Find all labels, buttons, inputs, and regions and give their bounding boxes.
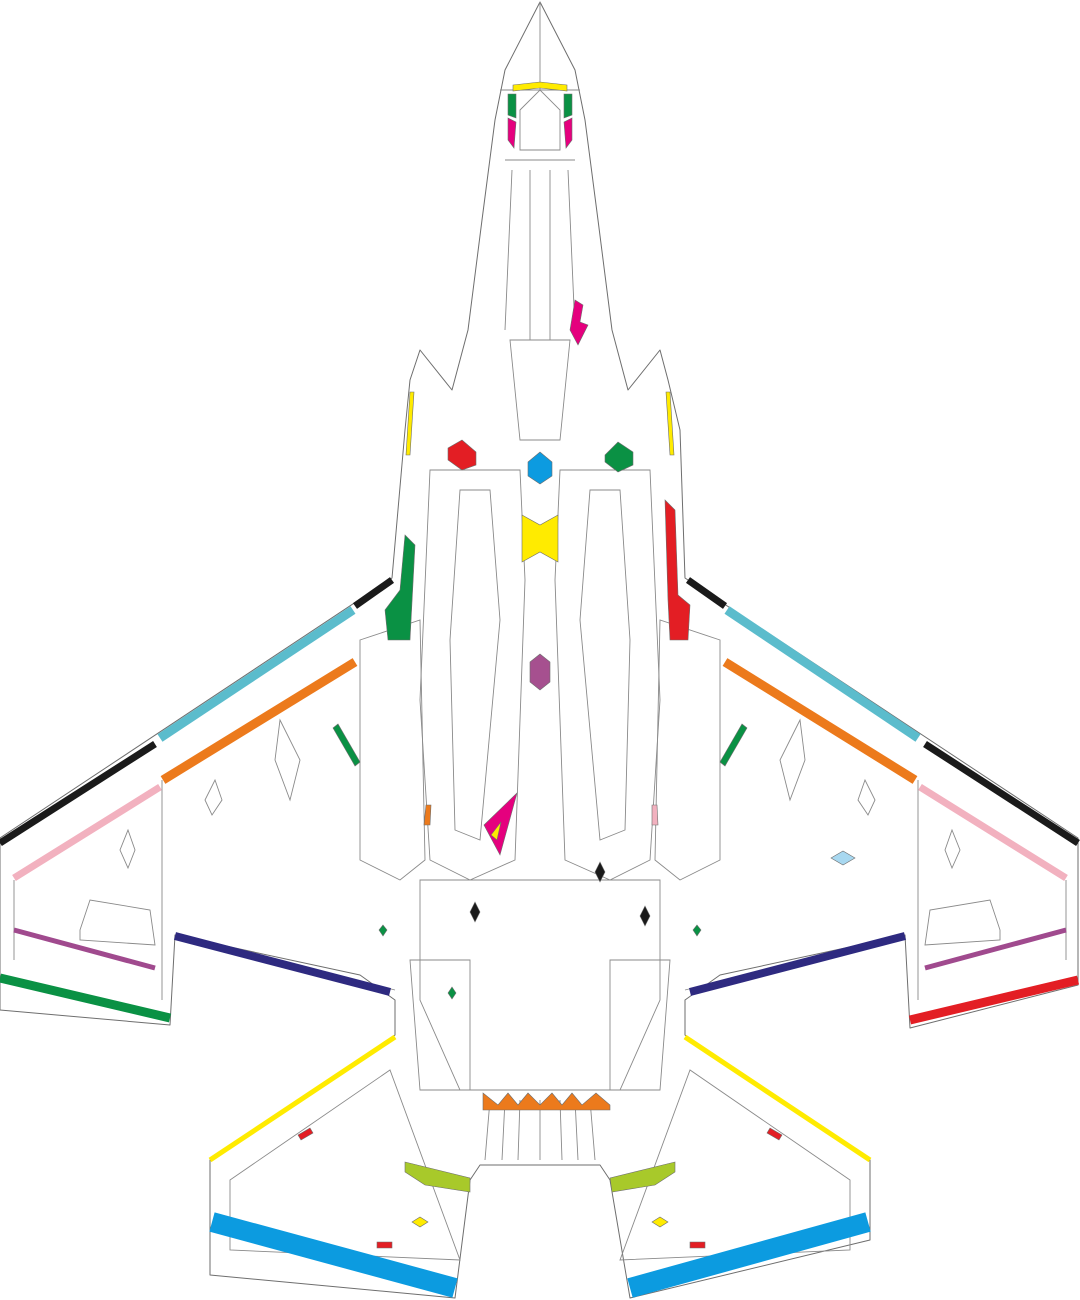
- nose-magenta-right: [563, 117, 573, 149]
- right-purple-stripe: [924, 927, 1067, 971]
- left-tail-blue-te: [209, 1212, 458, 1298]
- left-tail-red-mark-2: [376, 1241, 393, 1249]
- left-orange-stripe: [160, 658, 358, 784]
- right-tail-red-mark-1: [766, 1127, 783, 1141]
- left-red-hex: [447, 439, 477, 471]
- right-tail-red-mark-2: [689, 1241, 706, 1249]
- right-red-strip: [664, 499, 691, 641]
- left-green-dash: [332, 723, 361, 767]
- right-lime-patch: [609, 1161, 676, 1193]
- nose-magenta-left: [507, 117, 517, 149]
- center-purple-hex: [529, 653, 551, 691]
- right-le-cyan: [724, 606, 921, 742]
- left-yellow-thin: [405, 391, 415, 456]
- left-green-stripe: [0, 973, 172, 1023]
- exhaust-orange-serrations: [482, 1092, 611, 1111]
- left-purple-stripe: [13, 927, 156, 971]
- left-le-black-outer: [0, 741, 157, 846]
- nose-green-left: [507, 93, 517, 119]
- left-lime-patch: [404, 1161, 471, 1193]
- right-green-dash: [719, 723, 748, 767]
- right-yellow-thin: [665, 391, 675, 456]
- black-diamond-2: [469, 901, 481, 923]
- spine-magenta-mark: [569, 299, 589, 346]
- right-le-black-inner: [685, 577, 728, 609]
- right-tail-yellow-le: [683, 1034, 872, 1163]
- lightblue-diamond: [830, 850, 856, 866]
- nose-yellow-band: [512, 81, 568, 92]
- left-green-strip: [384, 534, 416, 641]
- right-orange-stripe: [722, 658, 918, 784]
- right-red-stripe: [908, 975, 1080, 1025]
- left-yellow-diamond: [411, 1216, 429, 1228]
- center-yellow-bowtie: [521, 514, 559, 563]
- left-le-cyan: [157, 606, 356, 742]
- yellow-triangle-inner: [490, 821, 502, 841]
- right-pink-stripe: [918, 784, 1068, 881]
- right-yellow-diamond: [651, 1216, 669, 1228]
- left-le-black-inner: [352, 577, 395, 609]
- right-green-hex: [604, 441, 634, 473]
- left-orange-mark: [423, 804, 432, 826]
- green-diamond-left: [378, 924, 388, 937]
- black-diamond-3: [639, 905, 651, 927]
- left-pink-stripe: [12, 784, 162, 881]
- left-navy-stripe: [173, 932, 392, 996]
- center-blue-hex: [527, 451, 553, 485]
- green-diamond-center: [447, 986, 457, 1000]
- left-tail-red-mark-1: [297, 1127, 314, 1141]
- right-tail-blue-te: [627, 1212, 871, 1298]
- right-navy-stripe: [688, 932, 907, 996]
- black-diamond-1: [594, 861, 606, 883]
- right-le-black-outer: [923, 741, 1080, 846]
- green-diamond-right: [692, 924, 702, 937]
- left-tail-yellow-le: [208, 1034, 397, 1163]
- right-pink-mark: [651, 804, 659, 826]
- nose-green-right: [563, 93, 573, 119]
